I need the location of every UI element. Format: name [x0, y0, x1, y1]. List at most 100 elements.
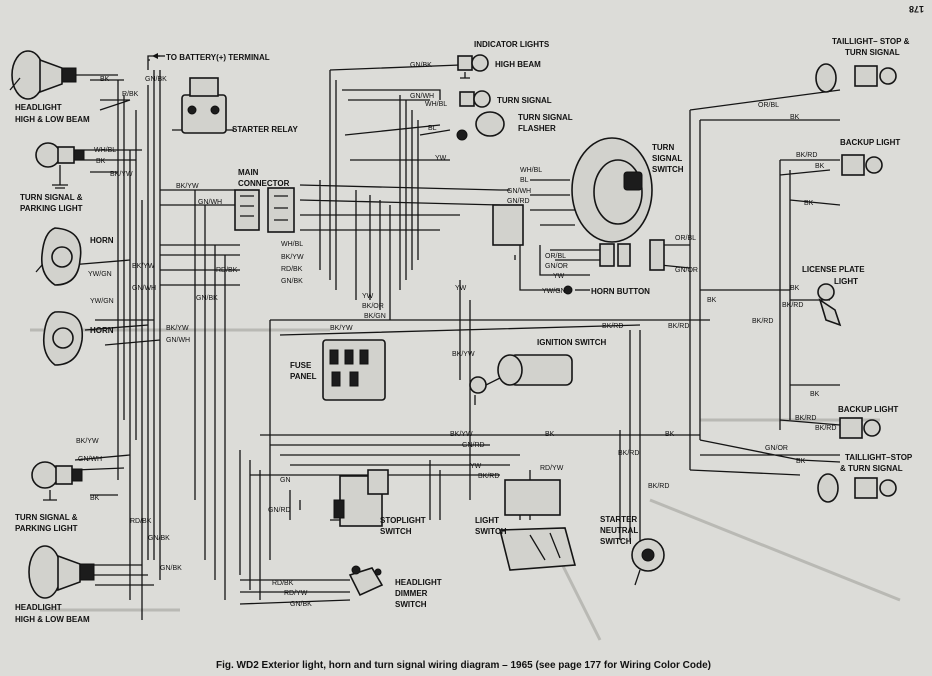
wire-label: GN/WH [132, 285, 156, 292]
horn-upper [35, 227, 82, 286]
flasher-label: TURN SIGNAL [518, 113, 573, 122]
wire-label: GN/WH [166, 337, 190, 344]
wire-label: BK/RD [648, 483, 669, 490]
wire-label: BK/YW [450, 431, 473, 438]
wire-label: GN/BK [281, 278, 303, 285]
headlight-bottom-label: HEADLIGHT [15, 603, 62, 612]
main-connector-label: MAIN [238, 168, 259, 177]
wire-label: BK/YW [132, 263, 155, 270]
taillight-bottom-label: TAILLIGHT–STOP [845, 453, 913, 462]
wire-label: GN/RD [462, 442, 485, 449]
taillight-top-label: TAILLIGHT– STOP & [832, 37, 910, 46]
headlight-top-label: HEADLIGHT [15, 103, 62, 112]
license-plate-label-2: LIGHT [834, 277, 858, 286]
turn-signal-bottom-label: TURN SIGNAL & [15, 513, 78, 522]
wire-label: YW [470, 463, 482, 470]
wire-label: RD/YW [540, 465, 564, 472]
light-switch-label-2: SWITCH [475, 527, 507, 536]
wire-color-labels: BK GN/BK R/BK WH/BL BK BK/YW BK/YW GN/WH… [76, 62, 836, 608]
turn-signal-indicator-label: TURN SIGNAL [497, 96, 552, 105]
wire-label: GN/WH [78, 456, 102, 463]
main-connector-label-2: CONNECTOR [238, 179, 290, 188]
wire-label: BK/YW [76, 438, 99, 445]
wire-label: BK [804, 200, 814, 207]
starter-neutral-label-2: NEUTRAL [600, 526, 638, 535]
wire-label: GN/BK [290, 601, 312, 608]
headlight-top-label-2: HIGH & LOW BEAM [15, 115, 90, 124]
indicator-high-beam [457, 54, 489, 79]
dimmer-switch-label: HEADLIGHT [395, 578, 442, 587]
wire-label: BK [100, 76, 110, 83]
starter-neutral-switch [631, 538, 665, 586]
wire-label: GN/OR [675, 267, 698, 274]
horn-button [563, 285, 590, 295]
fuse-panel [322, 339, 386, 401]
wire-label: BK [665, 431, 675, 438]
flasher-label-2: FLASHER [518, 124, 556, 133]
battery-terminal-label: TO BATTERY(+) TERMINAL [166, 53, 270, 62]
license-plate-light [817, 283, 842, 327]
headlight-top [9, 50, 77, 100]
wire-harness [69, 55, 841, 620]
turn-signal-bottom-label-2: PARKING LIGHT [15, 524, 78, 533]
wire-label: BK/RD [478, 473, 499, 480]
wire-label: BK [810, 391, 820, 398]
wire-label: OR/BL [675, 235, 696, 242]
turn-signal-parking-light-bottom [31, 461, 83, 501]
wire-label: YW/GN [88, 271, 112, 278]
wire-label: BK/RD [782, 302, 803, 309]
indicator-lights-label: INDICATOR LIGHTS [474, 40, 550, 49]
turn-signal-top-label: TURN SIGNAL & [20, 193, 83, 202]
wire-label: BK/OR [362, 303, 384, 310]
license-plate-label: LICENSE PLATE [802, 265, 865, 274]
turn-signal-switch [492, 137, 653, 246]
wire-label: BK/RD [602, 323, 623, 330]
wire-label: BK [815, 163, 825, 170]
wire-label: BK/RD [815, 425, 836, 432]
wire-label: BK [96, 158, 106, 165]
headlight-bottom-label-2: HIGH & LOW BEAM [15, 615, 90, 624]
horn-lower [42, 311, 84, 366]
turn-signal-switch-label-2: SIGNAL [652, 154, 682, 163]
wire-label: WH/BL [520, 167, 542, 174]
wire-label: YW [435, 155, 447, 162]
wire-label: BK/YW [176, 183, 199, 190]
wire-label: YW [455, 285, 467, 292]
taillight-top-label-2: TURN SIGNAL [845, 48, 900, 57]
ignition-switch-label: IGNITION SWITCH [537, 338, 607, 347]
turn-signal-switch-label-3: SWITCH [652, 165, 684, 174]
light-switch [498, 479, 577, 571]
wire-label: GN/RD [268, 507, 291, 514]
taillight-bottom [817, 473, 897, 503]
wire-label: GN/WH [507, 188, 531, 195]
backup-light-top [841, 154, 883, 176]
wire-label: WH/BL [425, 101, 447, 108]
turn-switch-connector [599, 239, 665, 271]
wire-label: YW/GN [542, 288, 566, 295]
wire-label: BK/RD [752, 318, 773, 325]
wire-label: RD/BK [216, 267, 238, 274]
wire-label: BK [790, 285, 800, 292]
wire-label: BK/RD [668, 323, 689, 330]
ignition-switch [469, 354, 573, 405]
indicator-turn-signal [459, 90, 491, 108]
wire-label: GN/BK [145, 76, 167, 83]
wire-label: GN/BK [148, 535, 170, 542]
wire-label: BK [545, 431, 555, 438]
wire-label: GN/OR [765, 445, 788, 452]
wire-label: BK [707, 297, 717, 304]
wire-label: YW [362, 293, 374, 300]
wire-label: BK [796, 458, 806, 465]
high-beam-label: HIGH BEAM [495, 60, 541, 69]
turn-signal-parking-light-top [35, 142, 85, 189]
stoplight-switch-label: STOPLIGHT [380, 516, 426, 525]
starter-relay [172, 77, 234, 134]
wire-label: BK/RD [795, 415, 816, 422]
wire-label: BK/YW [166, 325, 189, 332]
wire-label: GN/WH [410, 93, 434, 100]
headlight-dimmer-switch [348, 565, 384, 597]
wire-label: RD/BK [272, 580, 294, 587]
wire-label: GN/OR [545, 263, 568, 270]
battery-terminal-arrow [152, 53, 165, 59]
